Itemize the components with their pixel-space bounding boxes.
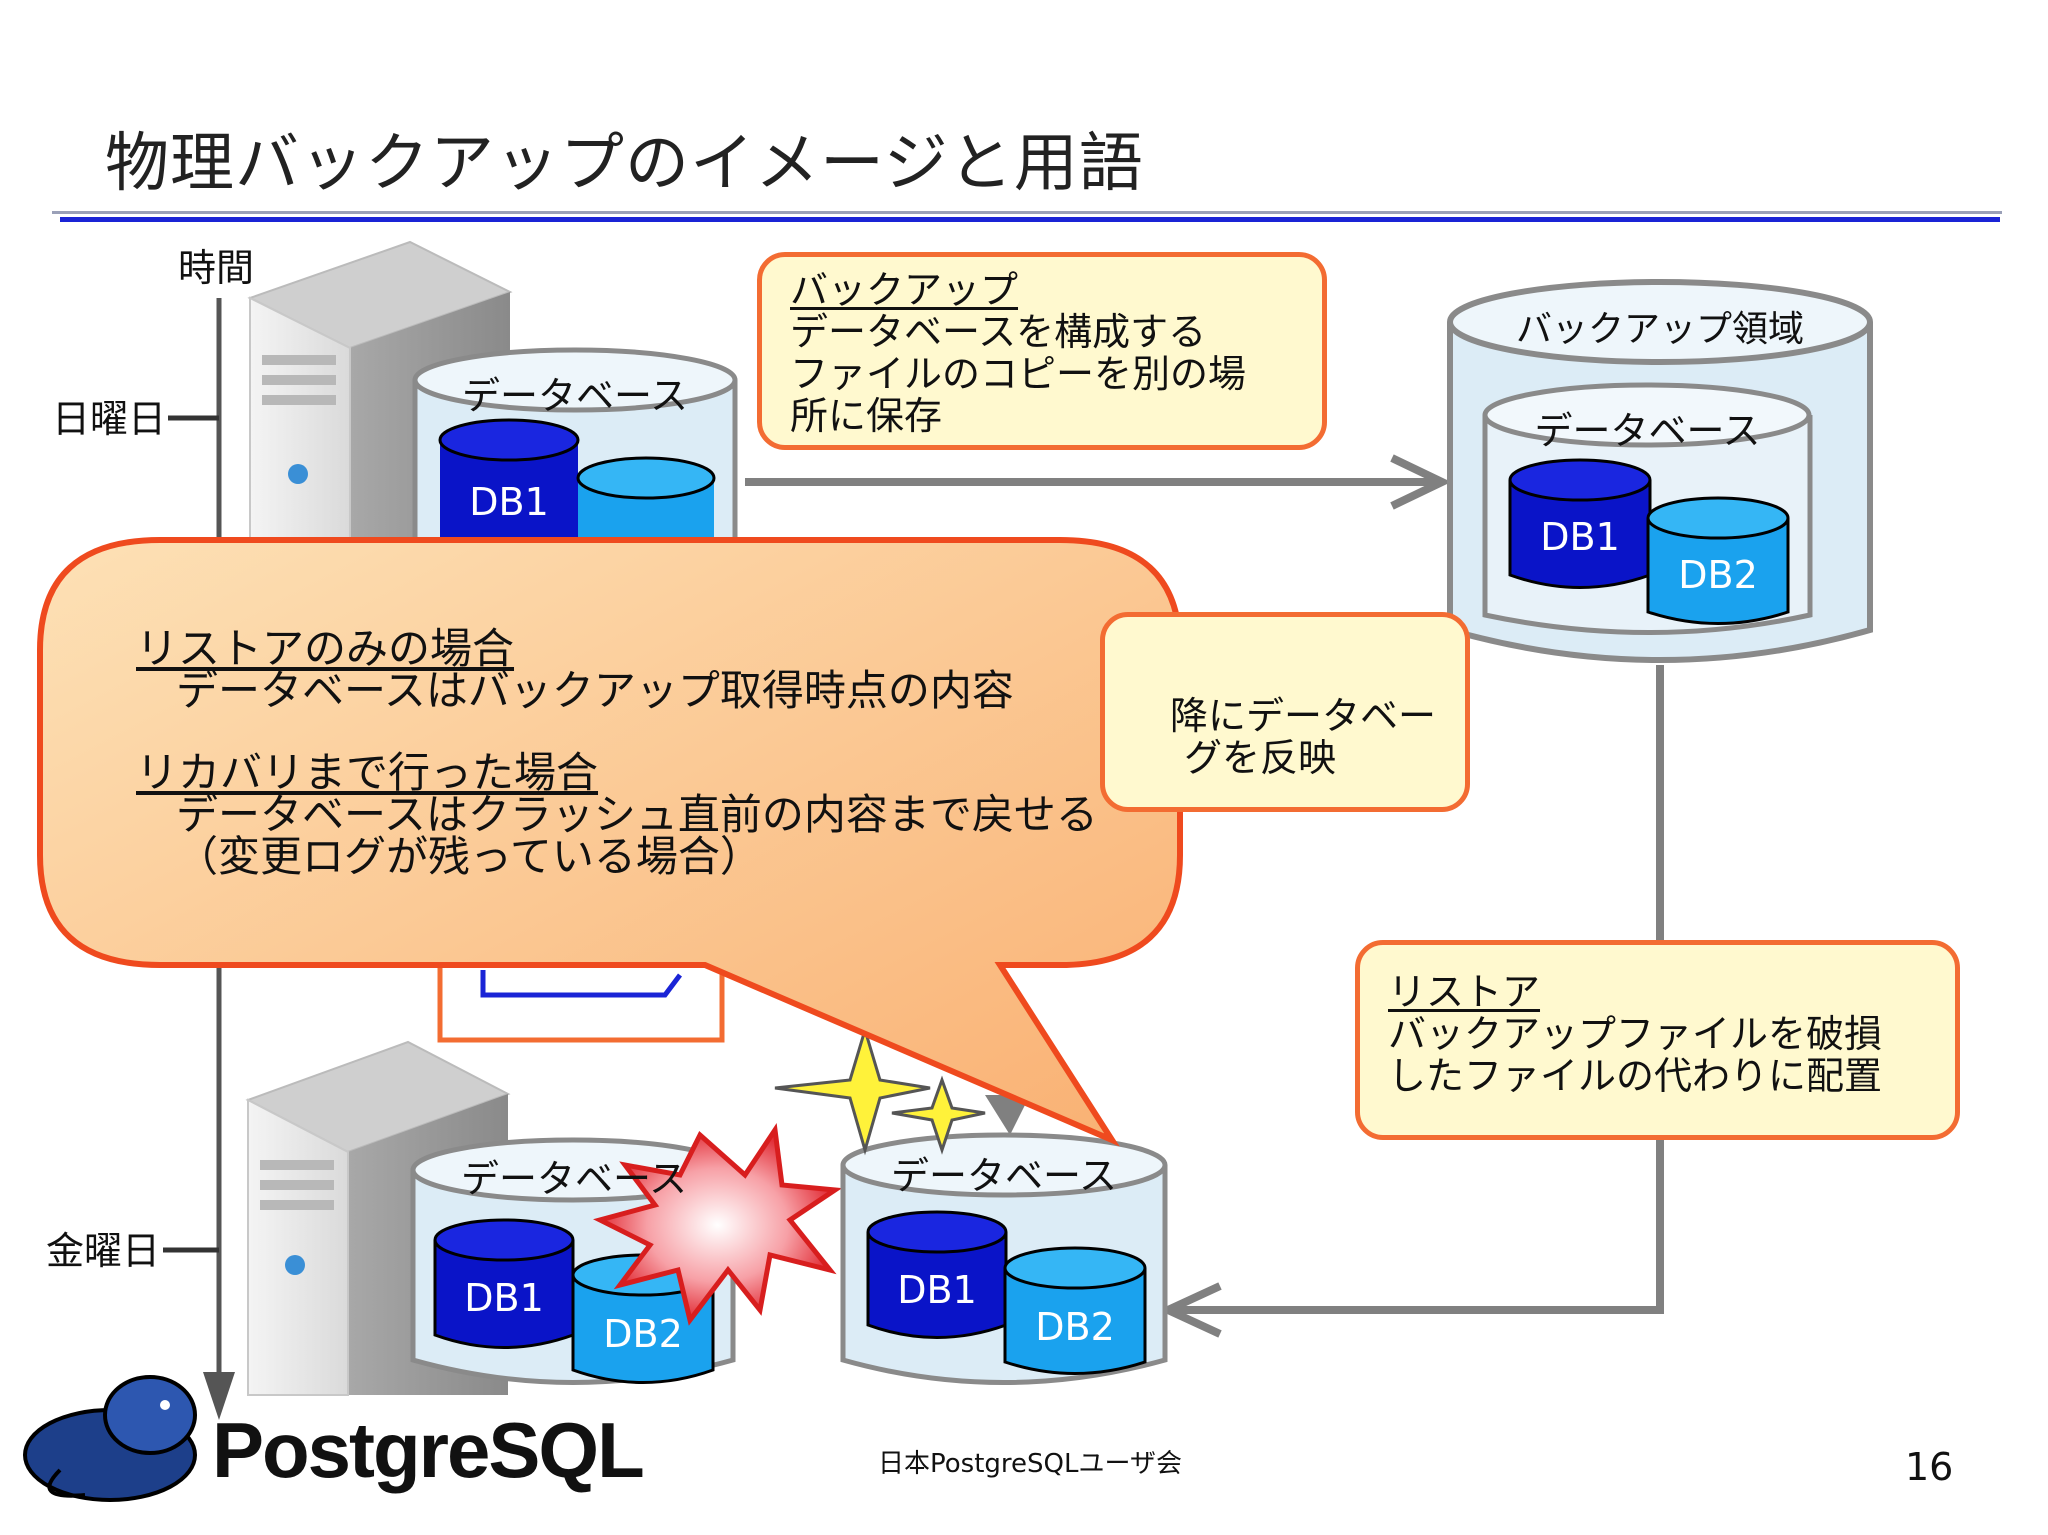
backup-term: バックアップ: [790, 268, 1019, 312]
speech-bubble-text: リストアのみの場合 データベースはバックアップ取得時点の内容 リカバリまで行った…: [136, 628, 1146, 878]
crashed-db1-cylinder: [433, 1218, 575, 1349]
bubble-line-restore-only: データベースはバックアップ取得時点の内容: [176, 666, 1014, 715]
sparkle-icon-large: [774, 1024, 931, 1156]
database-caption-restored: データベース: [890, 1154, 1118, 1198]
bubble-line-wal-note: （変更ログが残っている場合）: [176, 832, 762, 881]
postgresql-elephant-logo: [23, 1375, 197, 1502]
timeline-friday-label: 金曜日: [46, 1229, 161, 1273]
backup-db1-label: DB1: [1540, 515, 1620, 559]
database-caption-crashed: データベース: [460, 1157, 688, 1201]
wal-file-icon: [480, 970, 682, 998]
recovery-desc-line-1: 降にデータベー: [1170, 694, 1437, 738]
recovery-callout: [1100, 612, 1470, 812]
page-number: 16: [1905, 1445, 1954, 1489]
backup-desc-line-2: ファイルのコピーを別の場: [790, 352, 1247, 396]
restored-db1-label: DB1: [897, 1268, 977, 1312]
restored-db2-label: DB2: [1035, 1305, 1115, 1349]
database-caption-top: データベース: [461, 374, 689, 418]
restore-term: リストア: [1388, 970, 1541, 1014]
crashed-db2-label: DB2: [603, 1312, 683, 1356]
footer-organization: 日本PostgreSQLユーザ会: [878, 1449, 1182, 1479]
sparkle-icon-small: [891, 1075, 986, 1155]
backup-desc-line-1: データベースを構成する: [790, 310, 1207, 354]
crashed-db1-label: DB1: [464, 1276, 544, 1320]
backup-desc-line-3: 所に保存: [790, 394, 943, 438]
postgresql-logo-text: PostgreSQL: [212, 1406, 645, 1494]
recovery-arrowhead: [985, 1095, 1030, 1135]
speech-bubble-shape: [37, 537, 1183, 1147]
timeline-label: 時間: [178, 246, 255, 290]
bubble-heading-restore-only: リストアのみの場合: [136, 624, 515, 673]
backup-callout: バックアップ データベースを構成する ファイルのコピーを別の場 所に保存: [757, 252, 1327, 450]
backup-arrowhead: [1390, 454, 1452, 510]
backup-database-caption: データベース: [1534, 409, 1761, 453]
bubble-line-recovery: データベースはクラッシュ直前の内容まで戻せる: [176, 790, 1098, 839]
page-title: 物理バックアップのイメージと用語: [105, 127, 1144, 201]
restore-desc-line-2: したファイルの代わりに配置: [1388, 1054, 1883, 1098]
backup-db1-cylinder: [1508, 458, 1652, 589]
db2-cylinder-top: [576, 456, 716, 548]
timeline-sunday-label: 日曜日: [52, 397, 167, 441]
crash-burst-icon: [593, 1123, 843, 1326]
restore-desc-line-1: バックアップファイルを破損: [1388, 1012, 1883, 1056]
restored-db2-cylinder: [1003, 1246, 1147, 1375]
backup-area-label: バックアップ領域: [1515, 309, 1804, 350]
title-rule-shadow: [52, 211, 2002, 214]
backup-db2-label: DB2: [1678, 553, 1758, 597]
title-rule: [60, 217, 2000, 222]
db1-label-top: DB1: [469, 480, 549, 524]
db1-cylinder-top: [438, 418, 580, 540]
restored-db1-cylinder: [866, 1210, 1008, 1339]
backup-db2-cylinder: [1646, 496, 1790, 625]
restore-arrowhead: [1158, 1282, 1222, 1338]
restore-callout: リストア バックアップファイルを破損 したファイルの代わりに配置: [1355, 940, 1960, 1140]
recovery-desc-line-2: グを反映: [1184, 736, 1337, 780]
timeline-arrowhead: [203, 1372, 235, 1420]
bubble-heading-recovery: リカバリまで行った場合: [136, 748, 599, 797]
restore-arrow-line: [1170, 665, 1664, 1314]
